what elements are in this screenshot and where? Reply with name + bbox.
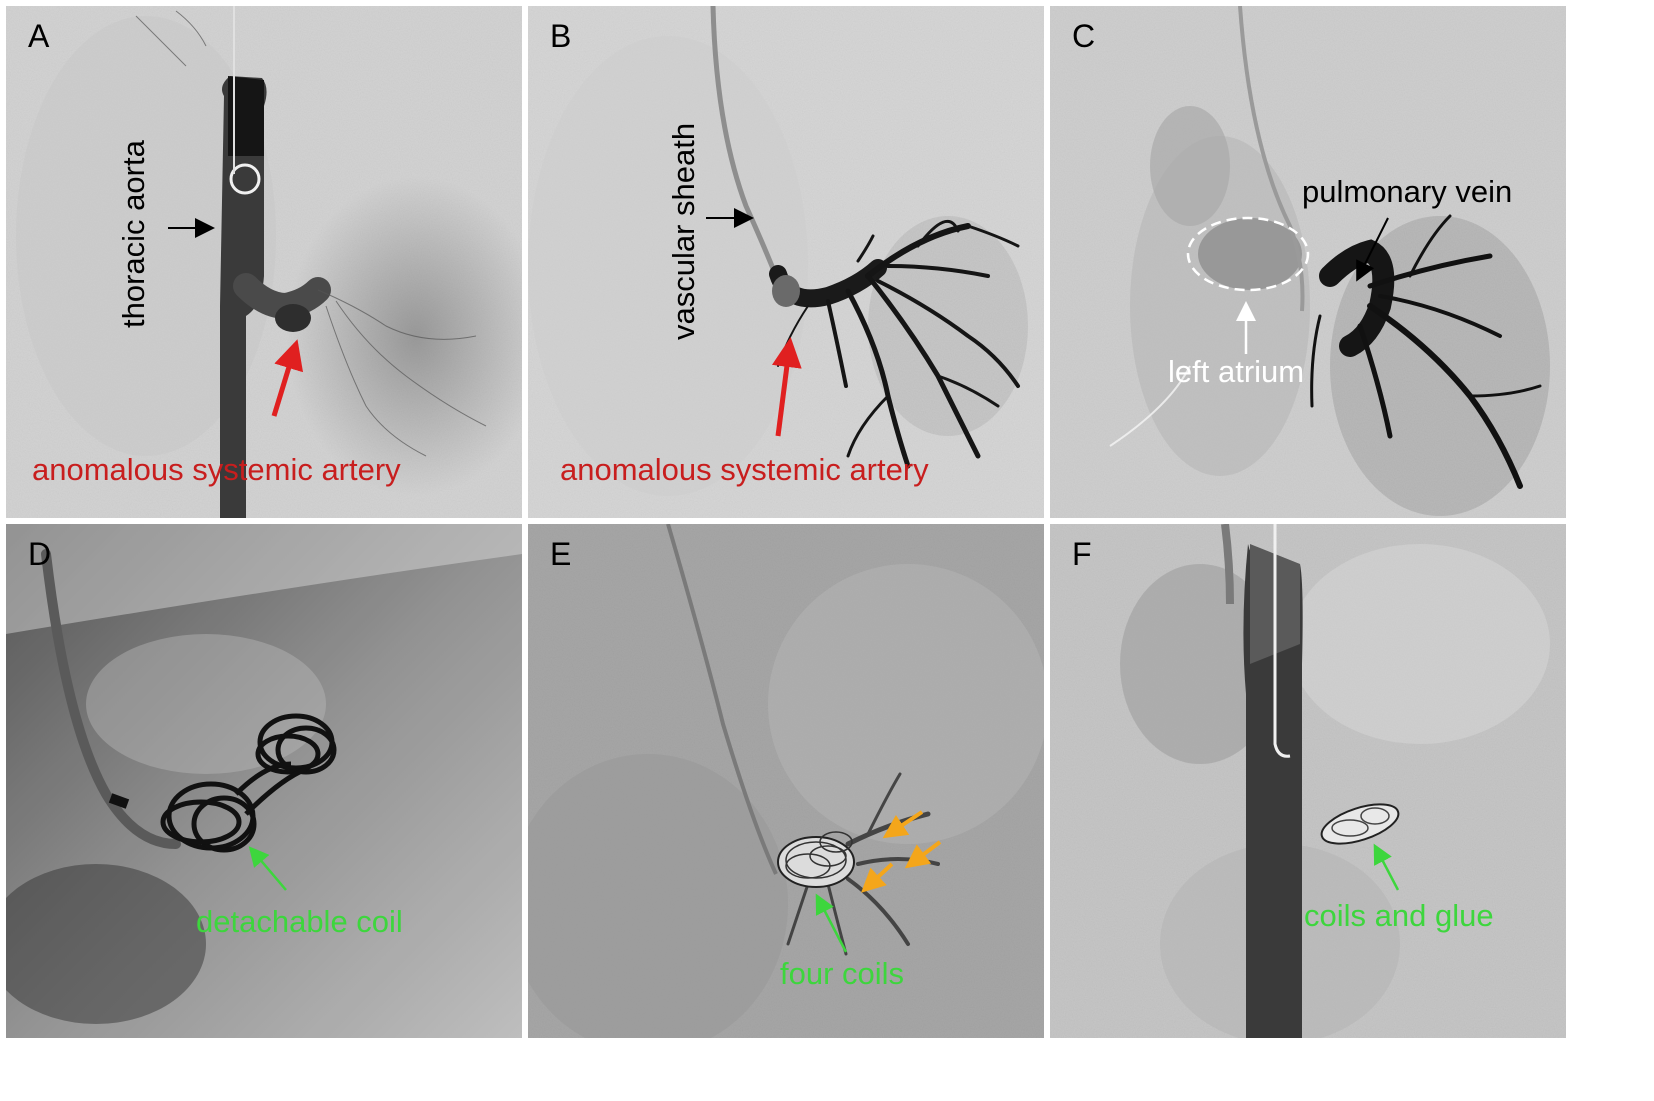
label-left-atrium: left atrium — [1168, 354, 1305, 389]
panel-c: C pulmonary vein left atrium — [1050, 6, 1566, 518]
label-detachable-coil: detachable coil — [196, 904, 403, 939]
angiogram-image-f — [1050, 524, 1566, 1038]
angiogram-image-e — [528, 524, 1044, 1038]
panel-letter: A — [28, 18, 50, 54]
label-pulmonary-vein: pulmonary vein — [1302, 174, 1513, 209]
panel-letter: B — [550, 18, 572, 54]
panel-d: D detachable coil — [6, 524, 522, 1038]
fluoroscopy-image-d — [6, 524, 522, 1038]
panel-letter: D — [28, 536, 52, 572]
panel-b: B vascular sheath anomalous systemic art… — [528, 6, 1044, 518]
panel-letter: F — [1072, 536, 1092, 572]
angiogram-image-b — [528, 6, 1044, 518]
panel-e: E four coils — [528, 524, 1044, 1038]
label-four-coils: four coils — [780, 956, 905, 991]
panel-a: A thoracic aorta anomalous systemic arte… — [6, 6, 522, 518]
angiogram-image-c — [1050, 6, 1566, 518]
angiogram-image-a — [6, 6, 522, 518]
panel-letter: E — [550, 536, 572, 572]
label-anomalous-systemic-artery: anomalous systemic artery — [32, 452, 401, 487]
label-anomalous-systemic-artery: anomalous systemic artery — [560, 452, 929, 487]
panel-f: F coils and glue — [1050, 524, 1566, 1038]
label-vascular-sheath: vascular sheath — [666, 122, 701, 340]
label-coils-and-glue: coils and glue — [1304, 898, 1494, 933]
label-thoracic-aorta: thoracic aorta — [116, 140, 151, 328]
panel-letter: C — [1072, 18, 1096, 54]
